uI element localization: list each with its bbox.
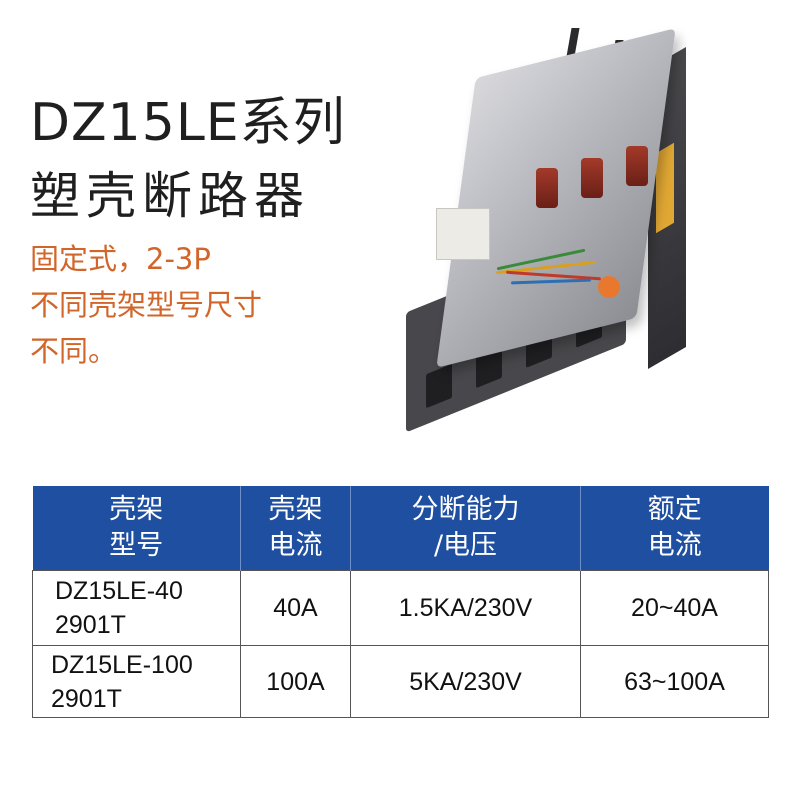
table-row: DZ15LE-40 2901T 40A 1.5KA/230V 20~40A [32, 570, 769, 646]
terminal-slot [426, 363, 452, 409]
coil [626, 146, 648, 186]
cell-model: DZ15LE-100 2901T [32, 645, 241, 718]
warning-label [656, 142, 674, 234]
cell-frame-current: 100A [240, 645, 351, 718]
header-rated-current: 额定 电流 [580, 486, 769, 571]
product-image-circuit-breaker [386, 18, 716, 433]
coil [581, 158, 603, 198]
header-breaking-capacity: 分断能力 /电压 [350, 486, 581, 571]
header-frame-current: 壳架 电流 [240, 486, 351, 571]
cell-model: DZ15LE-40 2901T [32, 570, 241, 646]
test-module [436, 208, 490, 260]
cell-frame-current: 40A [240, 570, 351, 646]
table-row: DZ15LE-100 2901T 100A 5KA/230V 63~100A [32, 645, 769, 718]
feature-line: 不同壳架型号尺寸 [30, 288, 263, 322]
page-subtitle-product-type: 塑壳断路器 [30, 167, 310, 225]
adjustment-knob [598, 276, 620, 298]
heading-block: DZ15LE系列 塑壳断路器 固定式，2-3P 不同壳架型号尺寸 不同。 [30, 88, 346, 374]
table-header-row: 壳架 型号 壳架 电流 分断能力 /电压 额定 电流 [32, 486, 769, 571]
feature-line: 不同。 [30, 334, 118, 368]
feature-line: 固定式，2-3P [30, 242, 211, 276]
spec-table: 壳架 型号 壳架 电流 分断能力 /电压 额定 电流 DZ15LE-40 290… [32, 486, 769, 718]
cell-breaking-capacity: 5KA/230V [350, 645, 581, 718]
page-title: DZ15LE系列 [30, 93, 346, 153]
cell-rated-current: 20~40A [580, 570, 769, 646]
header-frame-model: 壳架 型号 [32, 486, 241, 571]
cell-breaking-capacity: 1.5KA/230V [350, 570, 581, 646]
coil [536, 168, 558, 208]
cell-rated-current: 63~100A [580, 645, 769, 718]
feature-description: 固定式，2-3P 不同壳架型号尺寸 不同。 [30, 236, 346, 374]
